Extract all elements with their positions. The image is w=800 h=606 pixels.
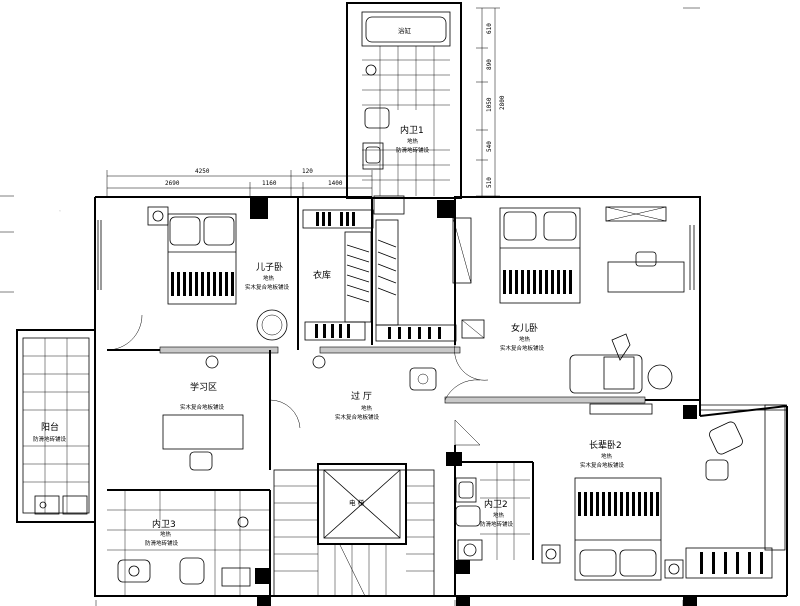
interior-walls xyxy=(106,197,700,606)
dim-right-2: 890 xyxy=(486,59,493,70)
label-bath1-name: 内卫1 xyxy=(400,124,424,136)
dim-right-4: 540 xyxy=(486,141,493,152)
label-hall-heating: 地热 xyxy=(361,404,373,412)
master-bed-hatch xyxy=(578,492,659,516)
label-bath3-heating: 地热 xyxy=(160,530,172,538)
label-bath2-floor: 防滑地砖铺设 xyxy=(480,520,514,528)
dim-top-b: 1160 xyxy=(262,180,277,187)
label-son-floor: 实木复合地板铺设 xyxy=(245,283,290,291)
watermark: · xyxy=(56,204,65,217)
right-dimension-lines: 610 890 1050 540 510 2800 xyxy=(476,7,700,197)
label-daughter-name: 女儿卧 xyxy=(511,322,538,334)
bath3-fixtures xyxy=(107,490,270,596)
label-bathtub: 浴缸 xyxy=(398,26,412,35)
dim-top-total: 4250 xyxy=(195,168,210,175)
bath1-area xyxy=(346,2,462,218)
bath1-tiles xyxy=(362,46,450,196)
label-closet: 衣库 xyxy=(313,269,331,281)
label-daughter-heating: 地热 xyxy=(519,335,531,343)
top-dimension-lines: 4250 2690 1160 120 1400 xyxy=(106,168,373,198)
label-son-name: 儿子卧 xyxy=(256,261,283,273)
label-balcony-name: 阳台 xyxy=(41,421,59,433)
label-daughter-floor: 实木复合地板铺设 xyxy=(500,344,545,352)
label-hall-name: 过 厅 xyxy=(351,390,372,402)
room-labels: 内卫1 地热 防滑地砖铺设 浴缸 儿子卧 地热 实木复合地板铺设 衣库 女儿卧 … xyxy=(33,26,625,547)
label-bath1-floor: 防滑地砖铺设 xyxy=(396,146,430,154)
dim-right-3: 1050 xyxy=(486,97,493,112)
dim-top-c: 120 xyxy=(302,168,313,175)
dim-top-d: 1400 xyxy=(328,180,343,187)
label-master-floor: 实木复合地板铺设 xyxy=(580,461,625,469)
dim-right-total: 2800 xyxy=(499,95,506,110)
daughter-bed-hatch xyxy=(503,270,572,294)
dim-right-5: 510 xyxy=(486,177,493,188)
hall-stairs xyxy=(273,367,437,597)
label-master-name: 长辈卧2 xyxy=(589,439,622,451)
label-study-name: 学习区 xyxy=(190,381,217,393)
outer-walls xyxy=(94,196,788,597)
balcony-tiles xyxy=(23,338,89,513)
bath2-fixtures xyxy=(455,462,530,561)
svg-text:·: · xyxy=(56,204,65,217)
balcony-area xyxy=(16,329,96,523)
label-bath3-floor: 防滑地砖铺设 xyxy=(145,539,179,547)
label-bath2-heating: 地热 xyxy=(493,511,505,519)
label-elevator: 电 梯 xyxy=(349,498,365,507)
dim-top-a: 2690 xyxy=(165,180,180,187)
label-bath3-name: 内卫3 xyxy=(152,518,176,530)
son-bed-hatch xyxy=(171,272,234,296)
daughter-bedroom-furniture xyxy=(452,206,685,394)
label-bath1-heating: 地热 xyxy=(407,137,419,145)
label-bath2-name: 内卫2 xyxy=(484,498,508,510)
label-master-heating: 地热 xyxy=(601,452,613,460)
label-son-heating: 地热 xyxy=(263,274,275,282)
dim-right-1: 610 xyxy=(486,23,493,34)
master-bedroom-furniture xyxy=(541,403,786,581)
margin-ticks xyxy=(0,195,684,606)
label-balcony-floor: 防滑地砖铺设 xyxy=(33,435,67,443)
son-bedroom-furniture xyxy=(147,197,288,341)
label-study-floor: 实木复合地板铺设 xyxy=(180,403,225,411)
label-hall-floor: 实木复合地板铺设 xyxy=(335,413,380,421)
study-furniture xyxy=(162,355,326,471)
